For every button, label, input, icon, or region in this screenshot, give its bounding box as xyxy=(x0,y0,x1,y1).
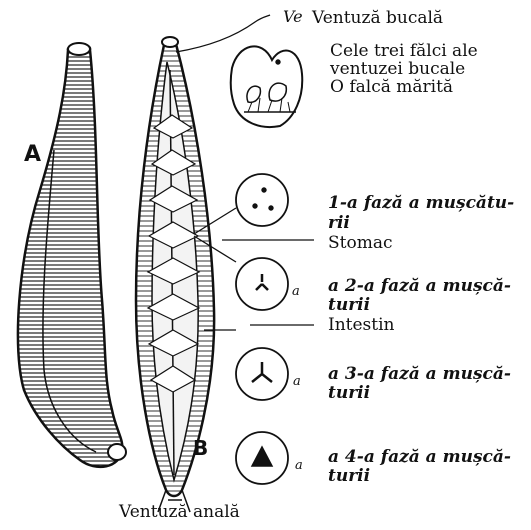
jaw-detail xyxy=(231,46,303,127)
bite-phase-circles xyxy=(236,174,288,484)
worm-a-head-sucker xyxy=(68,43,90,55)
label-ventuza-anala: Ventuză anală xyxy=(119,503,240,522)
label-faza4-line2: turii xyxy=(328,467,370,486)
ve-letter: Ve xyxy=(283,7,303,26)
label-faza1-line2: rii xyxy=(328,214,350,233)
worm-b-letter: B xyxy=(193,436,208,460)
worm-a-tail-sucker xyxy=(108,444,126,460)
label-ventuza-bucala: Ventuză bucală xyxy=(312,9,443,28)
phase-3-mark: a xyxy=(293,372,301,391)
label-faza2-line2: turii xyxy=(328,296,370,315)
label-falca-marita: O falcă mărită xyxy=(330,78,453,97)
label-faza3-line2: turii xyxy=(328,384,370,403)
label-faza1-line1: 1-a fază a mușcătu- xyxy=(328,194,514,213)
label-faza3-line1: a 3-a fază a mușcă- xyxy=(328,365,511,384)
phase-4-mark: a xyxy=(295,456,303,475)
label-faza4-line1: a 4-a fază a mușcă- xyxy=(328,448,511,467)
worm-a-drawing xyxy=(18,43,126,467)
worm-a-body xyxy=(18,45,122,467)
worm-a-letter: A xyxy=(24,142,41,167)
worm-b-mouth xyxy=(162,37,178,47)
label-intestin: Intestin xyxy=(328,316,395,335)
label-faza2-line1: a 2-a fază a mușcă- xyxy=(328,277,511,296)
phase-2-mark: a xyxy=(292,282,300,301)
label-stomac: Stomac xyxy=(328,234,393,253)
phase-1-circle xyxy=(236,174,288,226)
bite-marks xyxy=(252,188,273,466)
